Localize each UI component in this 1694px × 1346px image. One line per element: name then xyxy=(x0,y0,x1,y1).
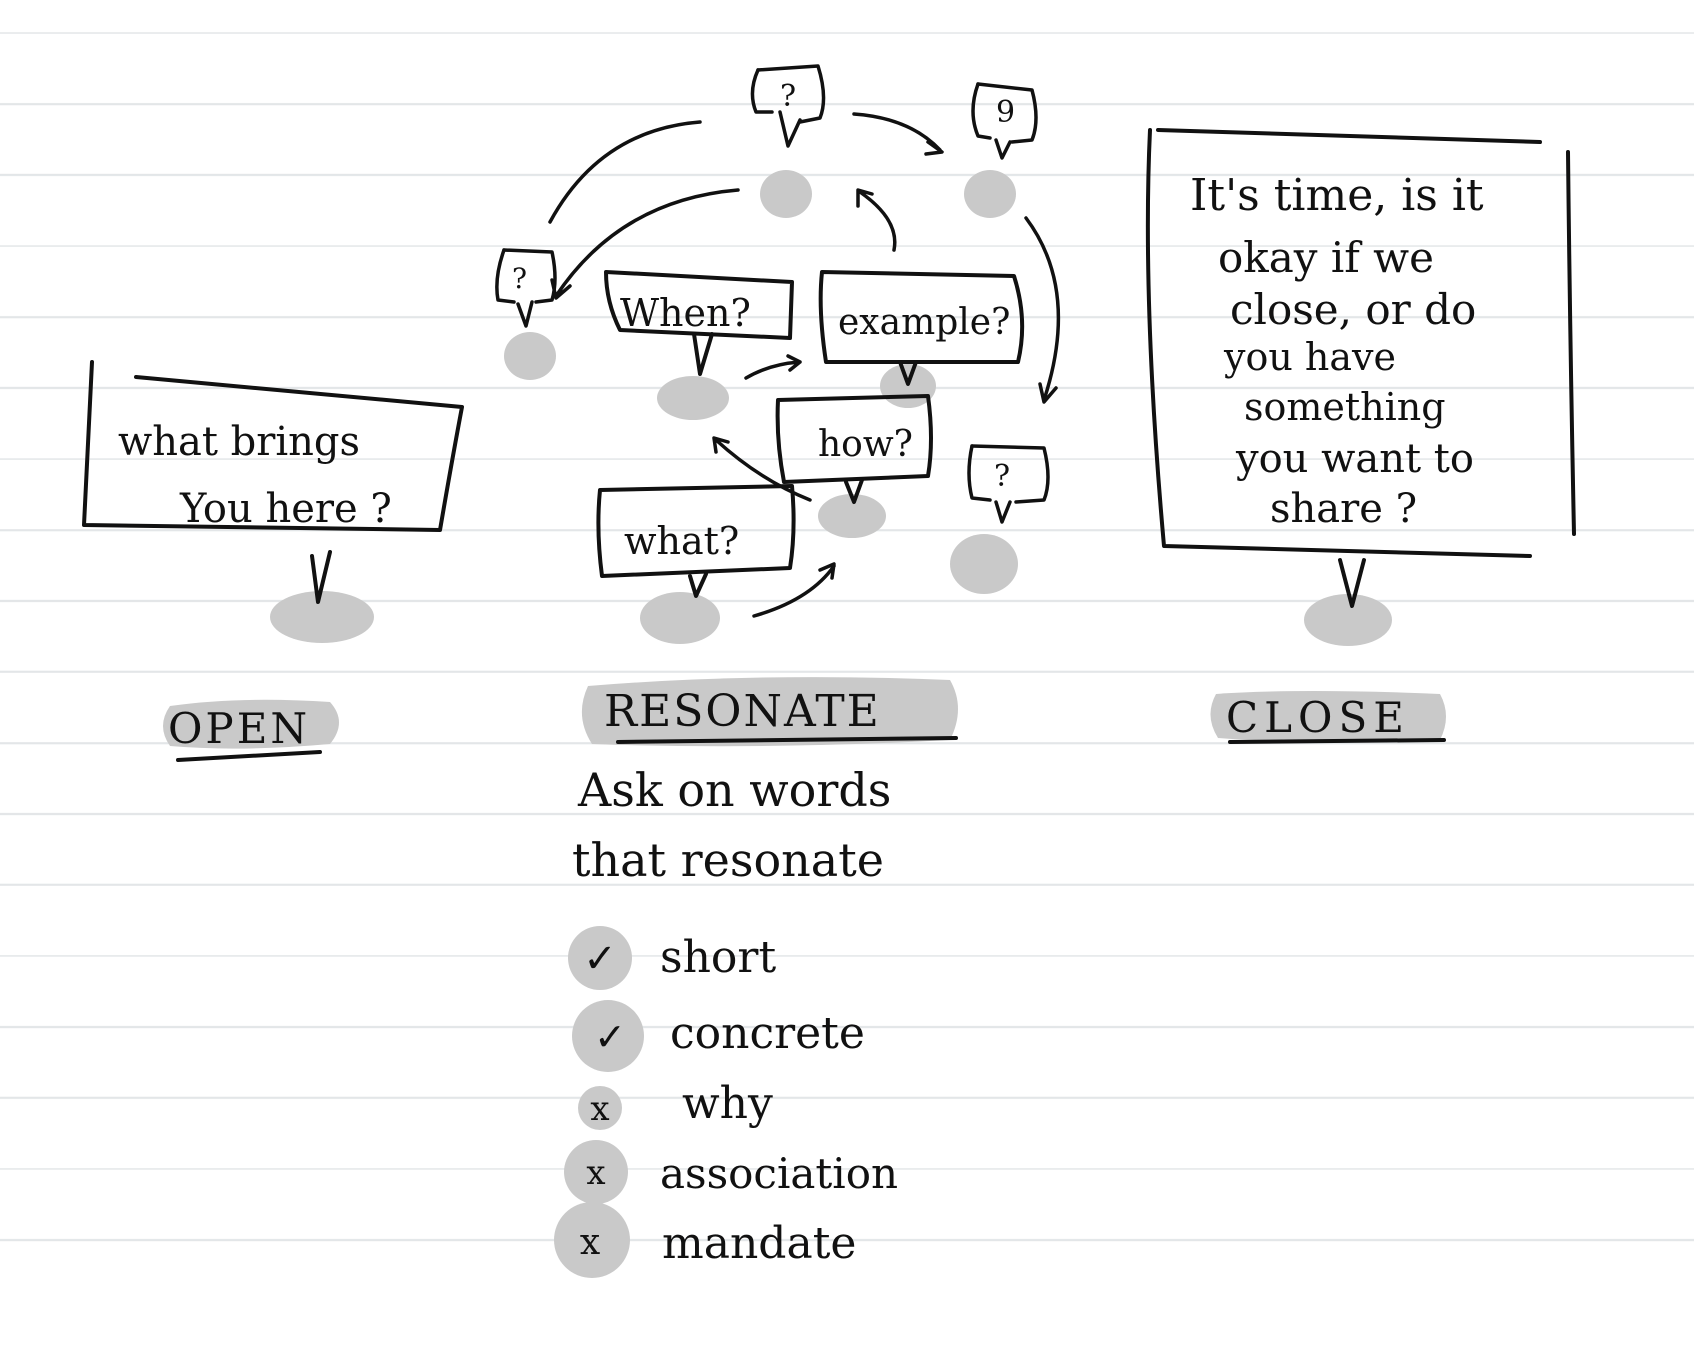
person-shadow xyxy=(950,534,1018,594)
close-bubble-line: close, or do xyxy=(1230,285,1476,334)
when-bubble-text: When? xyxy=(620,291,751,335)
question-bubble-tail xyxy=(516,300,534,328)
open-bubble-line2: You here ? xyxy=(179,486,392,532)
resonate-label-underline xyxy=(616,736,958,744)
checklist-mark-shadow xyxy=(564,1140,628,1204)
conversation-arrow xyxy=(752,562,836,618)
open-bubble-line1: what brings xyxy=(118,419,360,465)
conversation-arrow xyxy=(550,188,740,300)
example-bubble-tail xyxy=(898,360,918,386)
question-bubble-text: ? xyxy=(994,459,1010,494)
resonate-label-highlight xyxy=(581,677,958,747)
check-icon: ✓ xyxy=(594,1015,626,1059)
open-person-shadow xyxy=(270,591,374,643)
close-bubble-line: you want to xyxy=(1235,436,1474,482)
checklist-item: x mandate xyxy=(554,1202,856,1278)
checklist-item-text: mandate xyxy=(662,1218,856,1269)
checklist-mark-shadow xyxy=(568,926,632,990)
conversation-arrow xyxy=(712,436,812,502)
person-shadow xyxy=(818,494,886,538)
close-label-underline xyxy=(1228,738,1446,744)
question-bubble xyxy=(495,248,516,304)
open-label-highlight xyxy=(163,699,339,749)
person-shadow xyxy=(504,332,556,380)
resonate-instruction-line2: that resonate xyxy=(572,833,884,887)
person-shadow xyxy=(657,376,729,420)
question-bubble-text: ? xyxy=(512,262,527,295)
open-section: what brings You here ? OPEN xyxy=(82,360,464,762)
checklist-item: x why xyxy=(578,1078,773,1130)
question-bubble-text: ? xyxy=(780,79,796,114)
what-bubble-tail xyxy=(688,572,708,598)
close-bubble-line: okay if we xyxy=(1218,233,1434,282)
question-bubble xyxy=(967,444,992,502)
resonate-section: RESONATE Ask on words that resonate ✓ sh… xyxy=(554,677,958,1278)
what-bubble-text: what? xyxy=(624,519,739,563)
close-speech-bubble xyxy=(1145,128,1576,558)
checklist-item-text: why xyxy=(682,1078,773,1129)
checklist-mark-shadow xyxy=(572,1000,644,1072)
question-bubble xyxy=(976,82,1038,144)
how-bubble-text: how? xyxy=(818,424,913,465)
checklist-item-text: short xyxy=(660,932,776,983)
cross-icon: x xyxy=(586,1153,605,1193)
cross-icon: x xyxy=(580,1222,600,1263)
close-bubble-line: share ? xyxy=(1270,486,1417,532)
conversation-arrow xyxy=(744,354,802,380)
conversation-arrow xyxy=(1024,216,1061,404)
close-bubble-tail xyxy=(1338,558,1366,608)
how-bubble-tail xyxy=(844,478,864,504)
person-shadow xyxy=(640,592,720,644)
checklist-item-text: association xyxy=(660,1149,898,1198)
open-label-underline xyxy=(176,750,322,762)
checklist-mark-shadow xyxy=(578,1086,622,1130)
checklist-mark-shadow xyxy=(554,1202,630,1278)
person-shadow xyxy=(760,170,812,218)
person-shadow xyxy=(964,170,1016,218)
checklist-item: ✓ short xyxy=(568,926,776,990)
close-label: CLOSE xyxy=(1226,693,1410,742)
what-bubble xyxy=(596,484,796,578)
close-person-shadow xyxy=(1304,594,1392,646)
close-bubble-line: It's time, is it xyxy=(1190,170,1484,221)
check-icon: ✓ xyxy=(583,936,617,982)
checklist-item: ✓ concrete xyxy=(572,1000,865,1072)
example-bubble-text: example? xyxy=(838,302,1010,343)
question-bubble xyxy=(502,248,557,304)
open-label: OPEN xyxy=(168,704,310,753)
question-bubble-tail xyxy=(994,500,1012,524)
question-bubble xyxy=(756,64,826,124)
checklist-item-text: concrete xyxy=(670,1008,865,1059)
question-bubble xyxy=(971,82,992,140)
conversation-arrow xyxy=(856,188,897,252)
conversation-arrow xyxy=(852,112,944,156)
question-bubble-tail xyxy=(778,110,802,148)
close-label-highlight xyxy=(1210,691,1446,742)
resonate-diagram: ? 9 ? ? When? example? how? what? xyxy=(495,64,1061,644)
question-bubble-text: 9 xyxy=(996,95,1015,130)
checklist-item: x association xyxy=(564,1140,898,1204)
question-bubble-tail xyxy=(994,138,1012,160)
when-bubble-tail xyxy=(692,332,714,376)
question-bubble xyxy=(750,68,774,114)
resonate-label: RESONATE xyxy=(604,686,881,737)
open-bubble-tail xyxy=(310,550,332,604)
resonate-instruction-line1: Ask on words xyxy=(577,763,891,817)
close-section: It's time, is it okay if we close, or do… xyxy=(1145,128,1576,744)
conversation-arrow xyxy=(548,120,702,224)
close-bubble-line: something xyxy=(1244,385,1446,429)
checklist: ✓ short ✓ concrete x why x association x xyxy=(554,926,898,1278)
example-bubble xyxy=(818,270,1025,364)
open-speech-bubble xyxy=(82,360,464,532)
close-bubble-line: you have xyxy=(1223,335,1396,379)
question-bubble xyxy=(970,444,1050,504)
how-bubble xyxy=(775,394,933,484)
cross-icon: x xyxy=(590,1089,609,1129)
when-bubble xyxy=(604,270,794,340)
